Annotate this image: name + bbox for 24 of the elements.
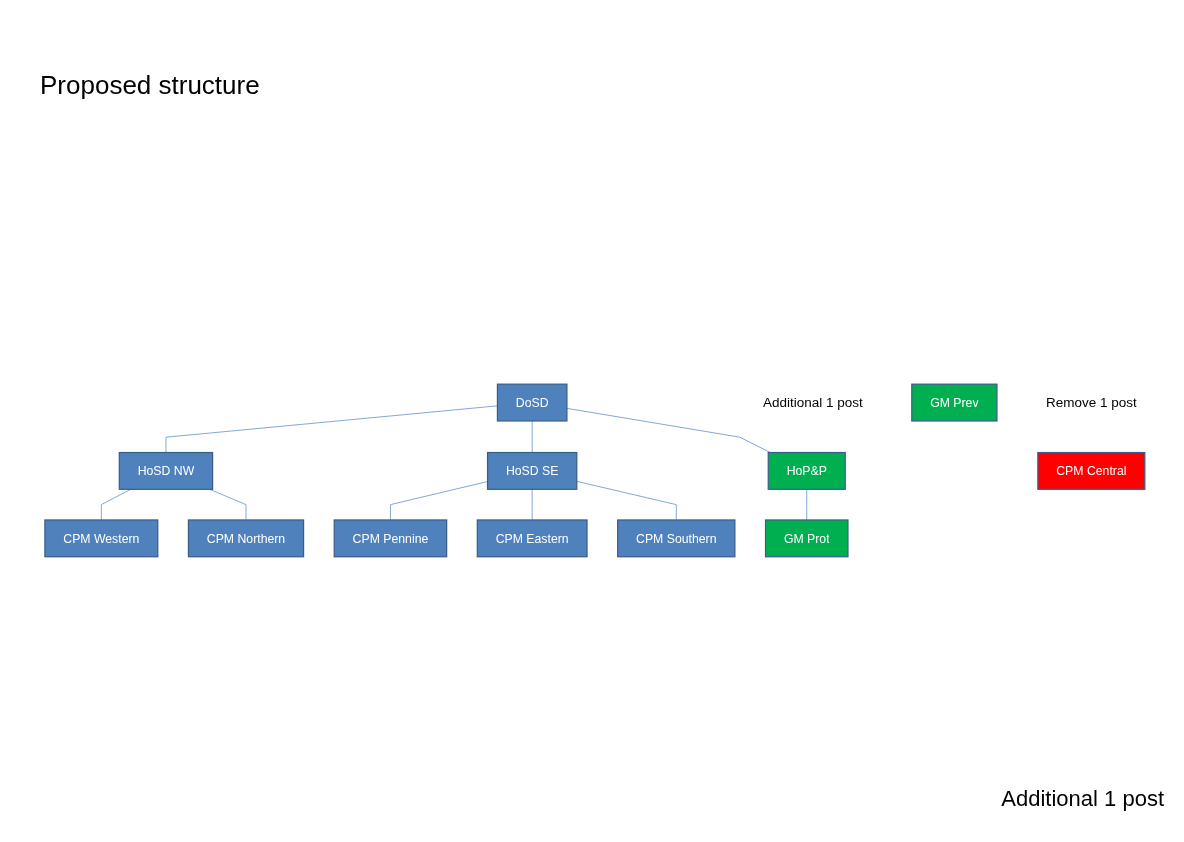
connector — [209, 488, 247, 521]
node-box: CPM Northern — [187, 519, 305, 558]
connector — [806, 488, 808, 521]
node-box: DoSD — [496, 383, 568, 422]
node-label: Remove 1 post — [1045, 394, 1137, 411]
node-box: HoP&P — [767, 451, 846, 490]
diagram-title: Proposed structure — [40, 70, 260, 101]
connector — [165, 405, 498, 453]
node-box: GM Prot — [764, 519, 849, 558]
node-box: CPM Eastern — [476, 519, 588, 558]
node-box: CPM Pennine — [333, 519, 448, 558]
node-label: Additional 1 post — [763, 394, 863, 411]
node-box: HoSD NW — [118, 451, 214, 490]
node-box: HoSD SE — [486, 451, 578, 490]
connector — [390, 481, 488, 521]
connector — [531, 488, 533, 521]
node-box: CPM Western — [44, 519, 159, 558]
connector — [566, 407, 771, 453]
node-box: GM Prev — [911, 383, 998, 422]
node-box: CPM Southern — [617, 519, 736, 558]
connector — [531, 420, 533, 453]
connector — [576, 480, 677, 521]
note-text: Additional 1 post — [1001, 786, 1164, 812]
node-box: CPM Central — [1037, 451, 1146, 490]
